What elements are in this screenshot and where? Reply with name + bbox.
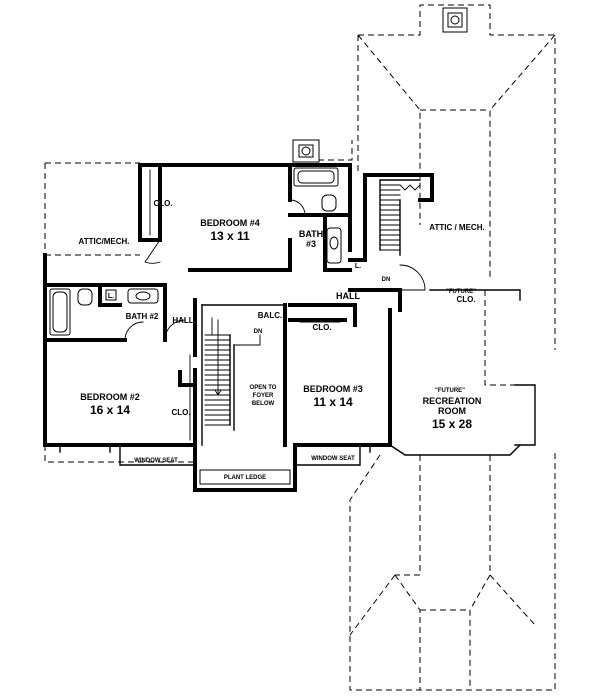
main-stair: [204, 317, 261, 431]
bedroom2-name: BEDROOM #2: [80, 392, 140, 402]
door-swings: [124, 199, 426, 341]
bath3-line2: #3: [306, 239, 316, 249]
right-stair: [379, 184, 421, 251]
window-seat-left-label: WINDOW SEAT: [134, 458, 178, 464]
window-seat-right-label: WINDOW SEAT: [311, 456, 355, 462]
window-seat-bays: [59, 444, 371, 485]
clo-b2-label: CLO.: [171, 408, 190, 417]
chimney-bath3: [292, 139, 320, 163]
dn-main-label: DN: [254, 329, 263, 335]
plant-ledge-label: PLANT LEDGE: [224, 475, 266, 481]
hall-left-label: HALL: [172, 316, 193, 325]
bedroom2-size: 16 x 14: [90, 403, 130, 417]
exterior-walls: [43, 163, 434, 492]
recreation-size: 15 x 28: [432, 417, 472, 431]
future-clo-line1: "FUTURE": [446, 289, 476, 295]
closet-rods: [149, 169, 341, 441]
bath2-name: BATH #2: [126, 312, 159, 321]
future-clo-line2: CLO.: [456, 295, 475, 304]
recreation-future: "FUTURE": [435, 388, 465, 394]
bath2-fixtures: [49, 288, 159, 336]
linen2-label: L.: [108, 293, 114, 300]
bedroom4-name: BEDROOM #4: [200, 218, 260, 228]
clo-b4-label: CLO.: [153, 199, 172, 208]
room-labels: BEDROOM #4 13 x 11 BEDROOM #2 16 x 14 BE…: [79, 199, 485, 481]
linen-label: L.: [355, 263, 361, 270]
recreation-name: RECREATION: [423, 396, 482, 406]
balc-label: BALC.: [258, 311, 282, 320]
open-line2: FOYER: [253, 393, 274, 399]
recreation-window: [389, 289, 536, 456]
hall-main-label: HALL: [336, 291, 360, 301]
bedroom4-size: 13 x 11: [210, 229, 250, 243]
open-line1: OPEN TO: [250, 385, 277, 391]
roof-outline: [44, 4, 556, 691]
bath3-fixtures: [293, 167, 342, 264]
bedroom3-name: BEDROOM #3: [303, 384, 363, 394]
clo-b3-label: CLO.: [312, 323, 331, 332]
bath3-line1: BATH: [299, 229, 323, 239]
attic-right-label: ATTIC / MECH.: [429, 223, 484, 232]
dn-right-label: DN: [382, 277, 391, 283]
chimney-top: [442, 7, 468, 33]
attic-left-label: ATTIC/MECH.: [79, 237, 130, 246]
open-line3: BELOW: [252, 401, 275, 407]
bedroom3-size: 11 x 14: [313, 395, 353, 409]
recreation-name2: ROOM: [438, 406, 466, 416]
